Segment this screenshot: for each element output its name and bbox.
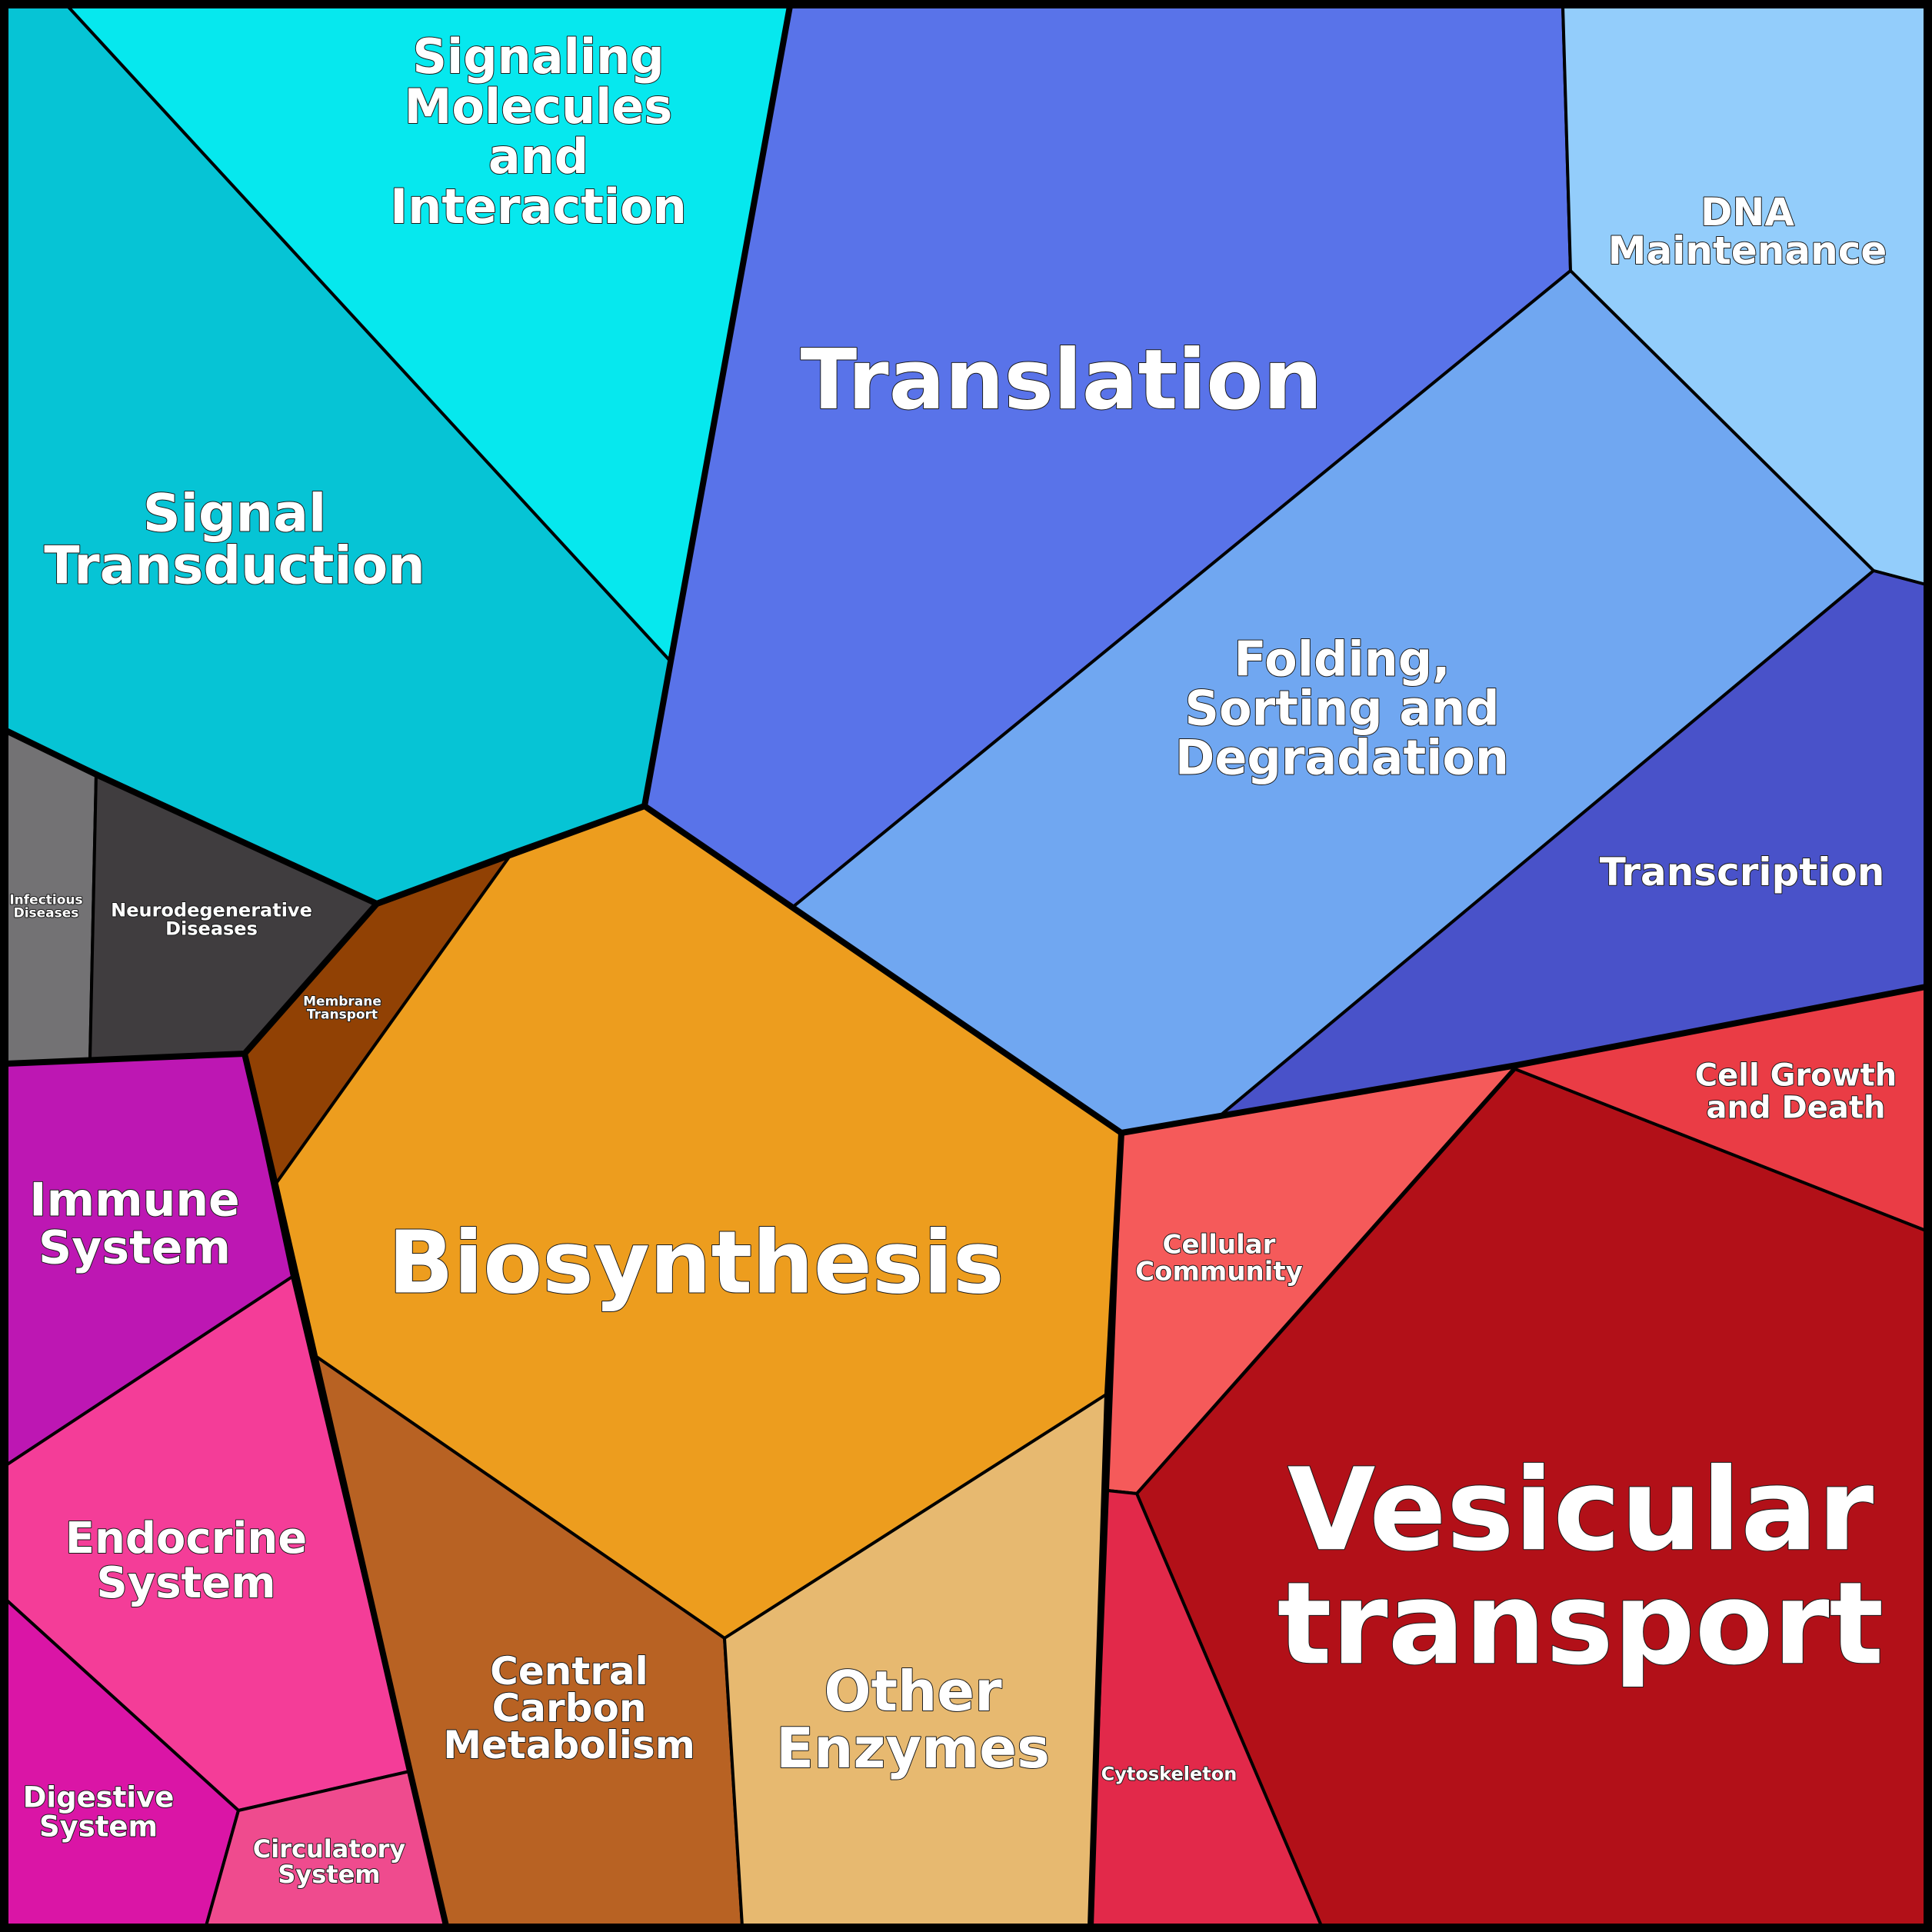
label-cytoskeleton: Cytoskeleton (1101, 1764, 1237, 1785)
label-line: Cytoskeleton (1101, 1764, 1237, 1785)
group-border (375, 803, 646, 907)
label-line: Transduction (44, 535, 425, 596)
label-line: Cellular (1163, 1230, 1276, 1261)
label-line: Cell Growth (1695, 1058, 1897, 1093)
label-line: and (488, 128, 588, 185)
label-line: Endocrine (65, 1514, 308, 1564)
label-line: Interaction (390, 178, 687, 235)
label-line: Diseases (165, 918, 258, 940)
label-line: Folding, (1234, 631, 1450, 687)
label-line: Infectious (9, 893, 82, 908)
label-transcription: Transcription (1600, 850, 1885, 894)
label-line: Maintenance (1608, 228, 1887, 273)
label-line: Degradation (1175, 729, 1509, 785)
group-border (641, 5, 1124, 1927)
label-line: Community (1135, 1257, 1303, 1287)
label-line: and Death (1707, 1090, 1886, 1125)
label-line: Diseases (14, 906, 79, 921)
label-line: Transcription (1600, 850, 1885, 894)
label-line: Molecules (405, 78, 673, 135)
label-line: System (96, 1558, 275, 1608)
label-line: DNA (1700, 190, 1794, 235)
label-line: Neurodegenerative (111, 900, 312, 921)
label-line: Vesicular (1287, 1444, 1874, 1576)
label-line: Signal (143, 483, 327, 544)
label-line: Immune (29, 1174, 240, 1227)
label-line: Digestive (23, 1780, 175, 1814)
label-line: Carbon (492, 1686, 647, 1730)
label-line: Biosynthesis (388, 1213, 1004, 1313)
label-line: Membrane (303, 994, 381, 1010)
label-line: Sorting and (1184, 680, 1499, 736)
label-line: Other (824, 1659, 1002, 1724)
label-line: System (38, 1221, 231, 1275)
label-line: Transport (307, 1008, 378, 1023)
label-line: Translation (801, 332, 1323, 428)
label-line: Signaling (412, 28, 664, 85)
label-line: System (39, 1810, 158, 1843)
label-translation: Translation (801, 332, 1323, 428)
label-line: Metabolism (443, 1723, 695, 1767)
label-line: Enzymes (776, 1716, 1050, 1780)
label-line: Central (490, 1649, 648, 1694)
label-biosynthesis: Biosynthesis (388, 1213, 1004, 1313)
label-line: System (278, 1860, 380, 1889)
group-border (1121, 984, 1927, 1136)
label-line: transport (1277, 1557, 1884, 1690)
label-line: Circulatory (253, 1834, 406, 1864)
group-border (242, 1053, 449, 1927)
